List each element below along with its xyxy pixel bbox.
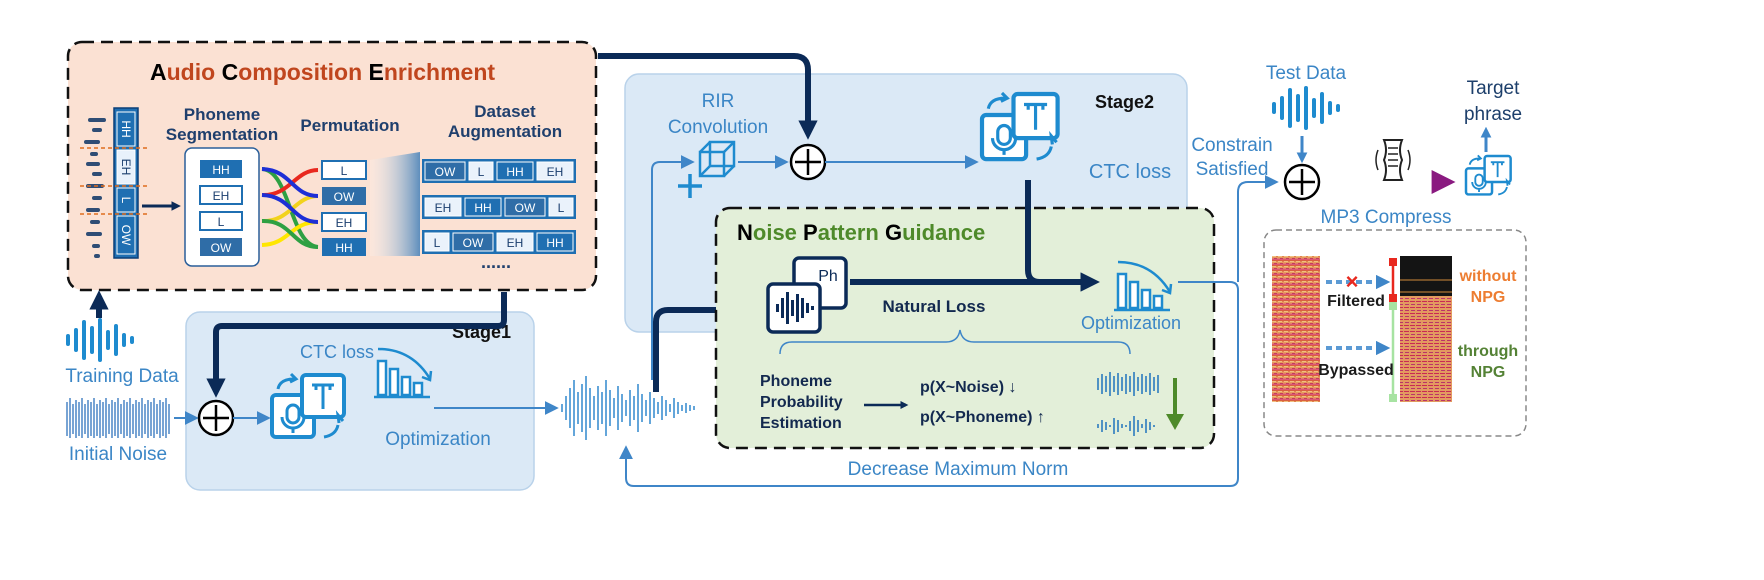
mp3-compress-label: MP3 Compress <box>1321 207 1452 228</box>
speech-waveform-icon <box>1097 416 1155 436</box>
adversarial-waveform-icon <box>561 376 695 440</box>
constrain-label-1: Constrain <box>1191 135 1272 156</box>
constrain-label-2: Satisfied <box>1196 159 1269 180</box>
ppe-label-2: Probability <box>760 394 843 411</box>
compress-icon <box>1375 139 1411 181</box>
seg-item: EH <box>213 189 230 203</box>
npg-optimization-label: Optimization <box>1081 313 1181 333</box>
seg-item: OW <box>211 241 232 255</box>
right-sum-icon <box>1283 163 1321 201</box>
training-waveform-icon <box>66 318 134 362</box>
perm-item: OW <box>334 190 355 204</box>
aug-cell: L <box>434 236 441 250</box>
dataset-aug-label-2: Augmentation <box>448 122 562 141</box>
down-arrow-head <box>1166 414 1184 430</box>
aug-cell: EH <box>435 201 452 215</box>
perm-item: L <box>341 164 348 178</box>
rir-label-1: RIR <box>702 91 735 112</box>
natural-loss-brace <box>779 329 1131 355</box>
target-asr-icon <box>1464 154 1512 196</box>
vertical-segment-bar: HH EH L OW <box>113 107 139 259</box>
filtered-band <box>1400 256 1452 296</box>
stage2-ctc-label: CTC loss <box>1089 161 1171 183</box>
ppe-label-1: Phoneme <box>760 373 832 390</box>
test-data-label: Test Data <box>1266 63 1347 84</box>
dataset-aug-label-1: Dataset <box>474 102 536 121</box>
ph-label: Ph <box>818 268 838 285</box>
phoneme-model-icon: Ph <box>766 256 848 334</box>
ace-title: Audio Composition Enrichment <box>150 59 495 85</box>
vseg-label: HH <box>119 120 133 137</box>
npg-title: Noise Pattern Guidance <box>737 220 985 245</box>
rir-cube-icon <box>678 140 736 198</box>
bypassed-label: Bypassed <box>1318 362 1394 379</box>
target-label-1: Target <box>1467 78 1521 99</box>
stage1-sum-icon <box>197 399 235 437</box>
vseg-label: EH <box>119 159 133 176</box>
seg-item: L <box>218 215 225 229</box>
aug-cell: EH <box>547 165 564 179</box>
aug-cell: L <box>558 201 565 215</box>
stage1-optimization-label: Optimization <box>385 429 491 450</box>
stage1-panel <box>185 311 535 491</box>
ace-to-stage2-arrow <box>598 53 818 140</box>
augmentation-rows: OW L HH EH EH HH OW L L OW EH HH <box>422 159 576 254</box>
wave-to-rir-arrow <box>651 155 695 380</box>
permutation-arrows <box>261 167 319 249</box>
permutation-label: Permutation <box>300 116 399 135</box>
stage1-ctc-label: CTC loss <box>300 342 374 362</box>
perm-item: EH <box>336 216 353 230</box>
segment-cut-lines <box>80 147 150 215</box>
rir-label-2: Convolution <box>668 117 768 138</box>
blocked-x-icon: × <box>1346 269 1359 294</box>
wave-to-npg-arrow <box>653 300 766 392</box>
test-waveform-icon <box>1272 86 1340 130</box>
aug-cell: HH <box>546 236 563 250</box>
permutation-list: L OW EH HH <box>321 160 367 256</box>
aug-cell: OW <box>515 201 536 215</box>
filtered-label: Filtered <box>1327 293 1385 310</box>
aug-cell: EH <box>507 236 524 250</box>
input-spectrogram <box>1272 256 1320 402</box>
aug-cell: HH <box>474 201 491 215</box>
aug-ellipsis: ...... <box>481 252 511 272</box>
stage2-title: Stage2 <box>1095 92 1154 112</box>
phoneme-seg-label-1: Phoneme <box>184 105 261 124</box>
without-npg-label-2: NPG <box>1471 289 1506 306</box>
seg-item: HH <box>212 163 229 177</box>
without-npg-label-1: without <box>1459 268 1518 285</box>
through-npg-label-1: through <box>1458 343 1518 360</box>
initial-noise-label: Initial Noise <box>69 444 167 465</box>
perm-item: HH <box>335 241 352 255</box>
p-noise-label: p(X~Noise) ↓ <box>920 379 1016 396</box>
phoneme-seg-label-2: Segmentation <box>166 125 278 144</box>
segmentation-list: HH EH L OW <box>199 160 243 256</box>
training-data-label: Training Data <box>65 366 179 387</box>
feedback-loop-arrow <box>619 281 1239 487</box>
target-label-2: phrase <box>1464 104 1522 125</box>
ppe-label-3: Estimation <box>760 415 842 432</box>
aug-cell: OW <box>463 236 484 250</box>
noise-waveform-icon <box>1097 372 1159 396</box>
aug-cell: OW <box>435 165 456 179</box>
aug-cell: HH <box>506 165 523 179</box>
vseg-label: OW <box>119 225 133 246</box>
ace-to-stage1-arrow <box>206 292 507 398</box>
augmentation-fan <box>370 152 420 256</box>
p-phoneme-label: p(X~Phoneme) ↑ <box>920 409 1045 426</box>
initial-noise-icon <box>66 398 170 438</box>
stage2-sum-icon <box>789 143 827 181</box>
constrain-arrow <box>1237 175 1279 282</box>
through-npg-label-2: NPG <box>1471 364 1506 381</box>
vseg-label: L <box>119 197 133 204</box>
decrease-norm-label: Decrease Maximum Norm <box>848 459 1069 480</box>
ace-waveform-icon <box>84 118 106 258</box>
natural-loss-label: Natural Loss <box>883 297 986 316</box>
aug-cell: L <box>478 165 485 179</box>
